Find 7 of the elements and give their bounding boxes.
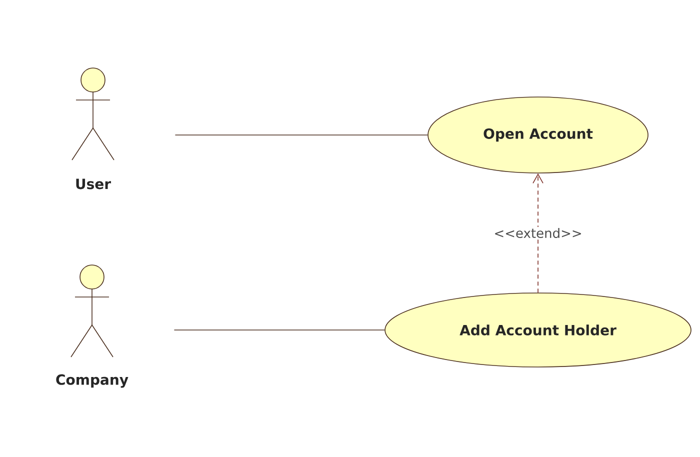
actor: User: [72, 68, 114, 190]
node-label: Company: [56, 374, 128, 388]
node-label: User: [76, 178, 112, 190]
actor: Company: [56, 264, 128, 388]
association-line: [174, 134, 428, 136]
extend-arrow: [532, 173, 544, 293]
edge-label: <<extend>>: [495, 228, 581, 238]
